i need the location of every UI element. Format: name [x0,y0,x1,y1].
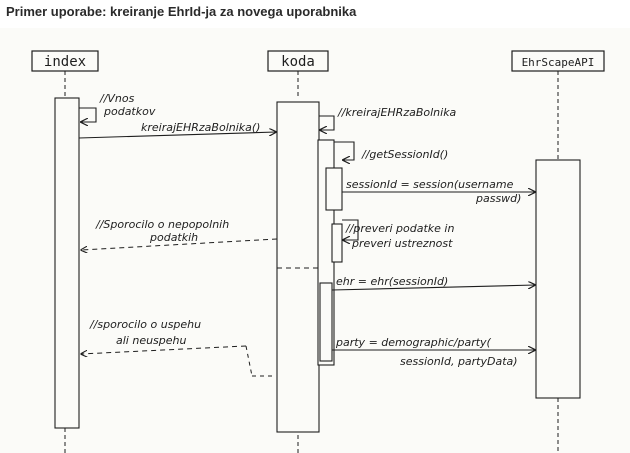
message-label: ali neuspehu [116,334,187,347]
message-label: party = demographic/party( [335,336,492,349]
message-kreiraj-self: //kreirajEHRzaBolnika [319,106,457,130]
return-arrow [81,238,278,250]
message-label: //Sporocilo o nepopolnih [95,218,229,231]
self-arrow [79,107,97,122]
activation-bar [535,159,581,399]
message-label: passwd) [475,192,521,205]
sequence-diagram: index koda EhrScapeAPI [31,50,605,453]
participant-ehrscapeapi: EhrScapeAPI [511,50,605,453]
self-arrow [342,219,359,240]
participant-label: index [44,54,86,70]
message-ehr: ehr = ehr(sessionId) [331,275,535,291]
participant-label: koda [281,54,315,70]
message-vnos: //Vnos podatkov [79,92,156,122]
message-label: kreirajEHRzaBolnika() [141,121,260,134]
message-get-session: //getSessionId() [334,141,448,161]
activation-bar-preveri [331,223,343,263]
participant-label: EhrScapeAPI [522,56,595,69]
diagram-canvas: index koda EhrScapeAPI [0,28,630,453]
self-arrow [319,115,335,130]
participant-koda: koda [267,50,343,453]
message-label: //preveri podatke in [345,222,454,235]
message-label: //Vnos [99,92,135,105]
call-arrow [78,132,276,139]
message-kreiraj-call: kreirajEHRzaBolnika() [78,121,276,139]
message-preveri: //preveri podatke in preveri ustreznost [342,219,454,250]
message-sporocilo-uspehu: //sporocilo o uspehu ali neuspehu [81,318,276,377]
activation-bar-ehr [319,282,333,362]
self-arrow [334,141,355,160]
return-line [245,345,253,377]
message-label: ehr = ehr(sessionId) [336,275,448,288]
call-arrow [331,285,535,291]
page-title: Primer uporabe: kreiranje EhrId-ja za no… [6,4,357,19]
message-label: //kreirajEHRzaBolnika [337,106,457,119]
return-arrow [81,345,247,354]
message-label: //getSessionId() [361,148,448,161]
message-party: party = demographic/party( sessionId, pa… [332,336,535,368]
participant-index: index [31,50,99,453]
message-label: podatkih [149,231,198,244]
message-label: preveri ustreznost [351,237,453,250]
message-label: //sporocilo o uspehu [89,318,201,331]
activation-bar-session [325,167,343,211]
activation-bar [54,97,80,429]
message-sporocilo-nepopolnih: //Sporocilo o nepopolnih podatkih [81,218,278,250]
message-session: sessionId = session(username passwd) [342,178,535,205]
activation-bar [276,101,320,433]
message-label: podatkov [103,105,156,118]
message-label: sessionId, partyData) [400,355,518,368]
message-label: sessionId = session(username [346,178,514,191]
